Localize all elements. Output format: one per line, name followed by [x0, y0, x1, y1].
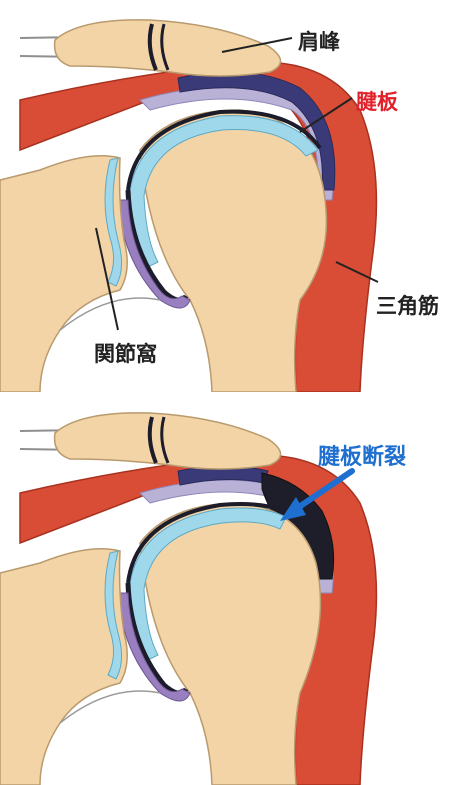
acromion-label: 肩峰 — [298, 26, 340, 56]
deltoid-label: 三角筋 — [376, 290, 439, 320]
glenoid-label: 関節窩 — [94, 338, 157, 368]
normal-shoulder-panel: 肩峰 腱板 三角筋 関節窩 — [0, 0, 459, 392]
normal-shoulder-illustration — [0, 0, 459, 392]
torn-shoulder-panel: 腱板断裂 — [0, 393, 459, 785]
rotator-cuff-label: 腱板 — [356, 86, 398, 116]
rotator-cuff-tear-label: 腱板断裂 — [318, 439, 406, 471]
